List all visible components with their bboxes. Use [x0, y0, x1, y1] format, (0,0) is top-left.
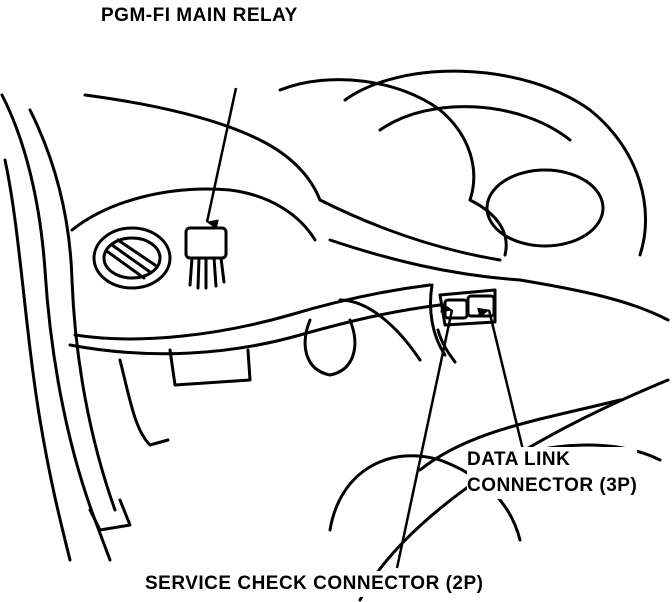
- data-link-callout-arrow: [477, 307, 525, 451]
- door-edge-outer: [0, 93, 112, 562]
- relay-callout-arrow: [205, 87, 238, 230]
- steering-wheel-inner: [378, 105, 572, 142]
- knee-bolster: [168, 348, 252, 387]
- vent-louver-2: [116, 238, 157, 267]
- steering-wheel-rim: [343, 69, 647, 257]
- dash-top-edge: [83, 93, 322, 202]
- data-link-label-line1: DATA LINK: [467, 449, 571, 470]
- main-relay-wires: [188, 256, 226, 290]
- door-trim: [88, 498, 132, 532]
- vent-louver-1: [110, 243, 152, 274]
- dash-lower-edge: [73, 283, 432, 341]
- connector-wiring: [429, 283, 457, 364]
- floor-mat: [418, 398, 622, 472]
- service-check-callout-arrow: [395, 302, 454, 569]
- main-relay-label: PGM-FI MAIN RELAY: [101, 3, 298, 29]
- connector-housing: [438, 288, 497, 327]
- steering-column: [318, 198, 522, 282]
- pedal-arm: [118, 358, 170, 447]
- wheel-spoke: [468, 198, 508, 257]
- vent-louver-3: [106, 250, 146, 280]
- steering-shroud: [278, 78, 476, 202]
- data-link-connector-label: DATA LINK CONNECTOR (3P): [467, 447, 638, 499]
- door-panel-line: [3, 158, 72, 562]
- data-link-label-line2: CONNECTOR (3P): [467, 475, 638, 496]
- dash-bottom-lip: [68, 303, 442, 356]
- dash-face-left: [70, 187, 317, 242]
- main-relay-body: [184, 226, 228, 260]
- door-edge-inner: [28, 108, 117, 512]
- pedal-bracket: [303, 318, 357, 377]
- lower-panel: [338, 298, 422, 362]
- air-vent: [92, 226, 172, 290]
- steering-hub: [485, 168, 605, 248]
- service-check-connector: [443, 298, 469, 320]
- seat-edge: [328, 454, 522, 542]
- service-check-connector-label: SERVICE CHECK CONNECTOR (2P): [145, 571, 484, 597]
- steering-wheel-lower: [518, 278, 670, 322]
- air-vent-inner: [102, 236, 162, 280]
